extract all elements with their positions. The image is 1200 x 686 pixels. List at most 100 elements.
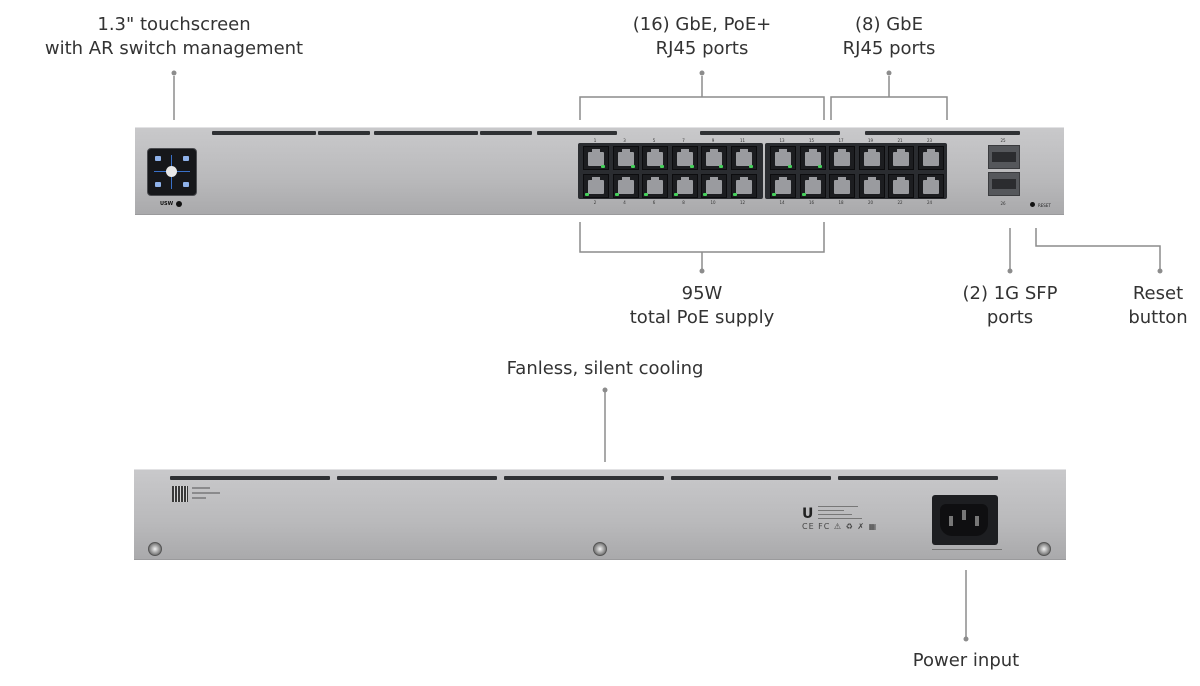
port-label-2: 2 — [593, 200, 597, 205]
port-label-3: 3 — [623, 138, 626, 143]
rj45-port-1[interactable] — [583, 146, 609, 170]
port-label-21: 21 — [897, 138, 903, 143]
rj45-port-19[interactable] — [858, 146, 885, 170]
spec-text-line — [818, 510, 844, 511]
sfp-port-25[interactable] — [988, 145, 1020, 169]
callout-sfp-ports-line2: ports — [986, 307, 1034, 328]
callout-gbe-ports-line1: (8) GbE — [855, 14, 923, 35]
port-led-15 — [817, 165, 822, 168]
vent-slot — [671, 476, 831, 480]
port-label-11: 11 — [739, 138, 746, 143]
port-label-14: 14 — [779, 200, 785, 205]
port-label-16: 16 — [808, 200, 815, 205]
callout-touchscreen: 1.3" touchscreen with AR switch manageme… — [45, 13, 303, 61]
callout-touchscreen-line2: with AR switch management — [44, 38, 304, 59]
port-led-4 — [614, 193, 619, 196]
reset-label: RESET — [1038, 203, 1051, 208]
callout-touchscreen-line1: 1.3" touchscreen — [97, 14, 251, 35]
rj45-port-11[interactable] — [730, 146, 757, 170]
port-label-13: 13 — [779, 138, 785, 143]
rj45-port-13[interactable] — [770, 146, 796, 170]
port-label-23: 23 — [926, 138, 933, 143]
vent-slot — [170, 476, 330, 480]
rj45-port-21[interactable] — [888, 146, 914, 170]
port-label-9: 9 — [711, 138, 715, 143]
sticker-line — [192, 487, 210, 489]
power-spec-line — [932, 549, 1002, 550]
port-label-17: 17 — [838, 138, 844, 143]
callout-poe-supply: 95W total PoE supply — [630, 282, 775, 330]
port-led-10 — [703, 193, 707, 196]
port-led-1 — [601, 165, 605, 168]
port-led-3 — [630, 165, 635, 168]
callout-power: Power input — [913, 649, 1019, 673]
port-label-20: 20 — [867, 200, 874, 205]
touchscreen-icon[interactable] — [147, 148, 197, 196]
qr-code-icon — [172, 486, 188, 502]
port-led-6 — [644, 193, 648, 196]
callout-gbe-ports: (8) GbE RJ45 ports — [843, 13, 936, 61]
port-label-8: 8 — [682, 200, 685, 205]
spec-text-line — [818, 514, 852, 515]
port-label-18: 18 — [838, 200, 844, 205]
port-label-1: 1 — [593, 138, 597, 143]
vent-slot — [700, 131, 840, 135]
callout-poe-supply-line1: 95W — [681, 283, 723, 304]
screw-icon — [1037, 542, 1051, 556]
spec-text-line — [818, 506, 858, 507]
rj45-port-7[interactable] — [671, 146, 698, 170]
rj45-port-9[interactable] — [701, 146, 727, 170]
rj45-port-12[interactable] — [730, 174, 757, 198]
sticker-line — [192, 492, 220, 494]
reset-icon[interactable] — [1030, 202, 1035, 207]
port-led-7 — [689, 165, 694, 168]
sticker-line — [192, 497, 206, 499]
rj45-port-2[interactable] — [583, 174, 609, 198]
rj45-port-3[interactable] — [612, 146, 639, 170]
port-led-12 — [732, 193, 737, 196]
vent-slot — [865, 131, 1020, 135]
port-label-22: 22 — [897, 200, 903, 205]
rj45-port-24[interactable] — [917, 174, 944, 198]
vent-slot — [318, 131, 370, 135]
rj45-port-15[interactable] — [799, 146, 826, 170]
rj45-port-17[interactable] — [829, 146, 855, 170]
callout-gbe-ports-line2: RJ45 ports — [842, 38, 936, 59]
port-label-12: 12 — [739, 200, 746, 205]
brand-label: USW — [160, 201, 174, 207]
port-label-24: 24 — [926, 200, 933, 205]
rj45-port-20[interactable] — [858, 174, 885, 198]
port-label-19: 19 — [867, 138, 874, 143]
callout-poe-ports: (16) GbE, PoE+ RJ45 ports — [633, 13, 772, 61]
vent-slot — [337, 476, 497, 480]
callout-poe-ports-line1: (16) GbE, PoE+ — [632, 14, 772, 35]
vent-slot — [212, 131, 316, 135]
vent-slot — [374, 131, 478, 135]
vent-slot — [537, 131, 617, 135]
spec-text-line — [818, 518, 862, 519]
port-led-8 — [673, 193, 678, 196]
rj45-port-18[interactable] — [829, 174, 855, 198]
vent-slot — [504, 476, 664, 480]
callout-poe-ports-line2: RJ45 ports — [655, 38, 749, 59]
port-led-9 — [719, 165, 723, 168]
port-led-2 — [585, 193, 589, 196]
rj45-port-6[interactable] — [642, 174, 668, 198]
port-label-7: 7 — [682, 138, 685, 143]
certification-marks: CE FC ⚠ ♻ ✗ ▦ — [802, 522, 878, 531]
callout-sfp-ports-line1: (2) 1G SFP — [962, 283, 1058, 304]
rj45-port-22[interactable] — [888, 174, 914, 198]
callout-power-line1: Power input — [912, 650, 1020, 671]
vent-slot — [838, 476, 998, 480]
rj45-port-23[interactable] — [917, 146, 944, 170]
rj45-port-5[interactable] — [642, 146, 668, 170]
callout-reset-line2: button — [1128, 307, 1188, 328]
port-label-15: 15 — [808, 138, 815, 143]
ubiquiti-logo-icon: U — [802, 506, 814, 522]
rj45-port-8[interactable] — [671, 174, 698, 198]
callout-sfp-ports: (2) 1G SFP ports — [963, 282, 1058, 330]
callout-cooling-line1: Fanless, silent cooling — [506, 358, 704, 379]
power-socket-icon[interactable] — [932, 495, 998, 545]
sfp-port-26[interactable] — [988, 172, 1020, 196]
